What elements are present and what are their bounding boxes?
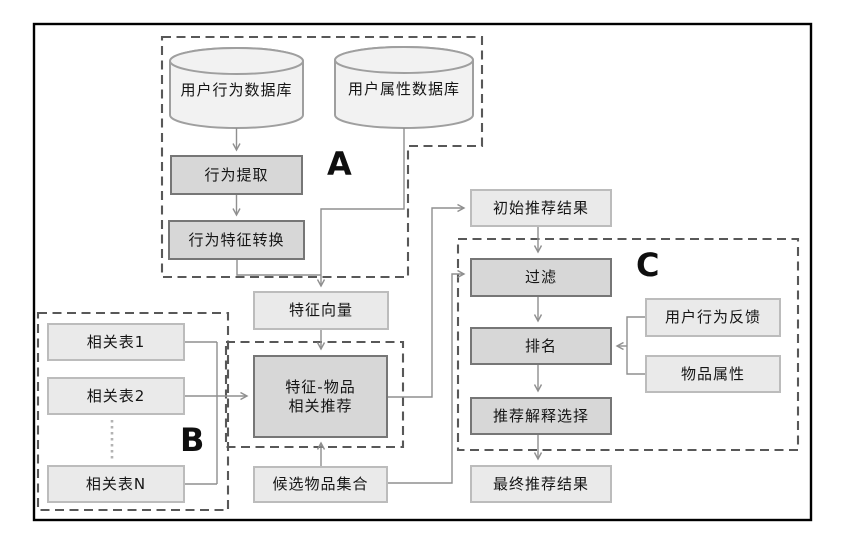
user-behavior-db-cylinder bbox=[169, 47, 304, 129]
line-convert-to-junction bbox=[236, 260, 321, 276]
node-user-behavior-feedback: 用户行为反馈 bbox=[645, 298, 781, 337]
node-ranking: 排名 bbox=[470, 327, 612, 365]
node-item-attribute: 物品属性 bbox=[645, 355, 781, 393]
node-initial-rec-result: 初始推荐结果 bbox=[470, 189, 612, 227]
node-rec-explanation-select: 推荐解释选择 bbox=[470, 397, 612, 435]
section-a-label: A bbox=[327, 145, 352, 183]
user-attribute-db-cylinder bbox=[334, 46, 474, 129]
outer-frame bbox=[32, 22, 813, 522]
arrow-candidates-to-filter bbox=[388, 269, 466, 484]
node-feature-item-rec: 特征-物品 相关推荐 bbox=[253, 355, 388, 438]
node-related-table-1: 相关表1 bbox=[47, 323, 185, 361]
node-related-table-2: 相关表2 bbox=[47, 377, 185, 415]
node-feature-item-rec-line2: 相关推荐 bbox=[288, 396, 353, 415]
db-user-behavior-label: 用户行为数据库 bbox=[180, 80, 293, 99]
node-behavior-feature-convert: 行为特征转换 bbox=[168, 220, 305, 260]
node-related-table-n: 相关表N bbox=[47, 465, 185, 503]
feature-item-rec-outline bbox=[224, 340, 405, 449]
section-c-label: C bbox=[636, 246, 660, 284]
node-candidate-item-set: 候选物品集合 bbox=[253, 466, 388, 503]
connector-lines bbox=[185, 128, 645, 485]
node-feature-item-rec-line1: 特征-物品 bbox=[285, 377, 356, 396]
node-behavior-extract: 行为提取 bbox=[170, 155, 303, 195]
section-b-label: B bbox=[180, 421, 205, 459]
section-a-outline bbox=[160, 35, 484, 279]
section-b-outline bbox=[36, 311, 230, 512]
node-final-rec-result: 最终推荐结果 bbox=[470, 465, 612, 503]
arrow-rec-to-initial-result bbox=[388, 203, 466, 398]
db-user-attribute-label: 用户属性数据库 bbox=[347, 79, 460, 98]
arrow-db2-to-feature-vector bbox=[316, 128, 405, 288]
node-feature-vector: 特征向量 bbox=[253, 291, 389, 330]
line-feedback-attr-bracket bbox=[626, 316, 645, 375]
node-filter: 过滤 bbox=[470, 258, 612, 297]
